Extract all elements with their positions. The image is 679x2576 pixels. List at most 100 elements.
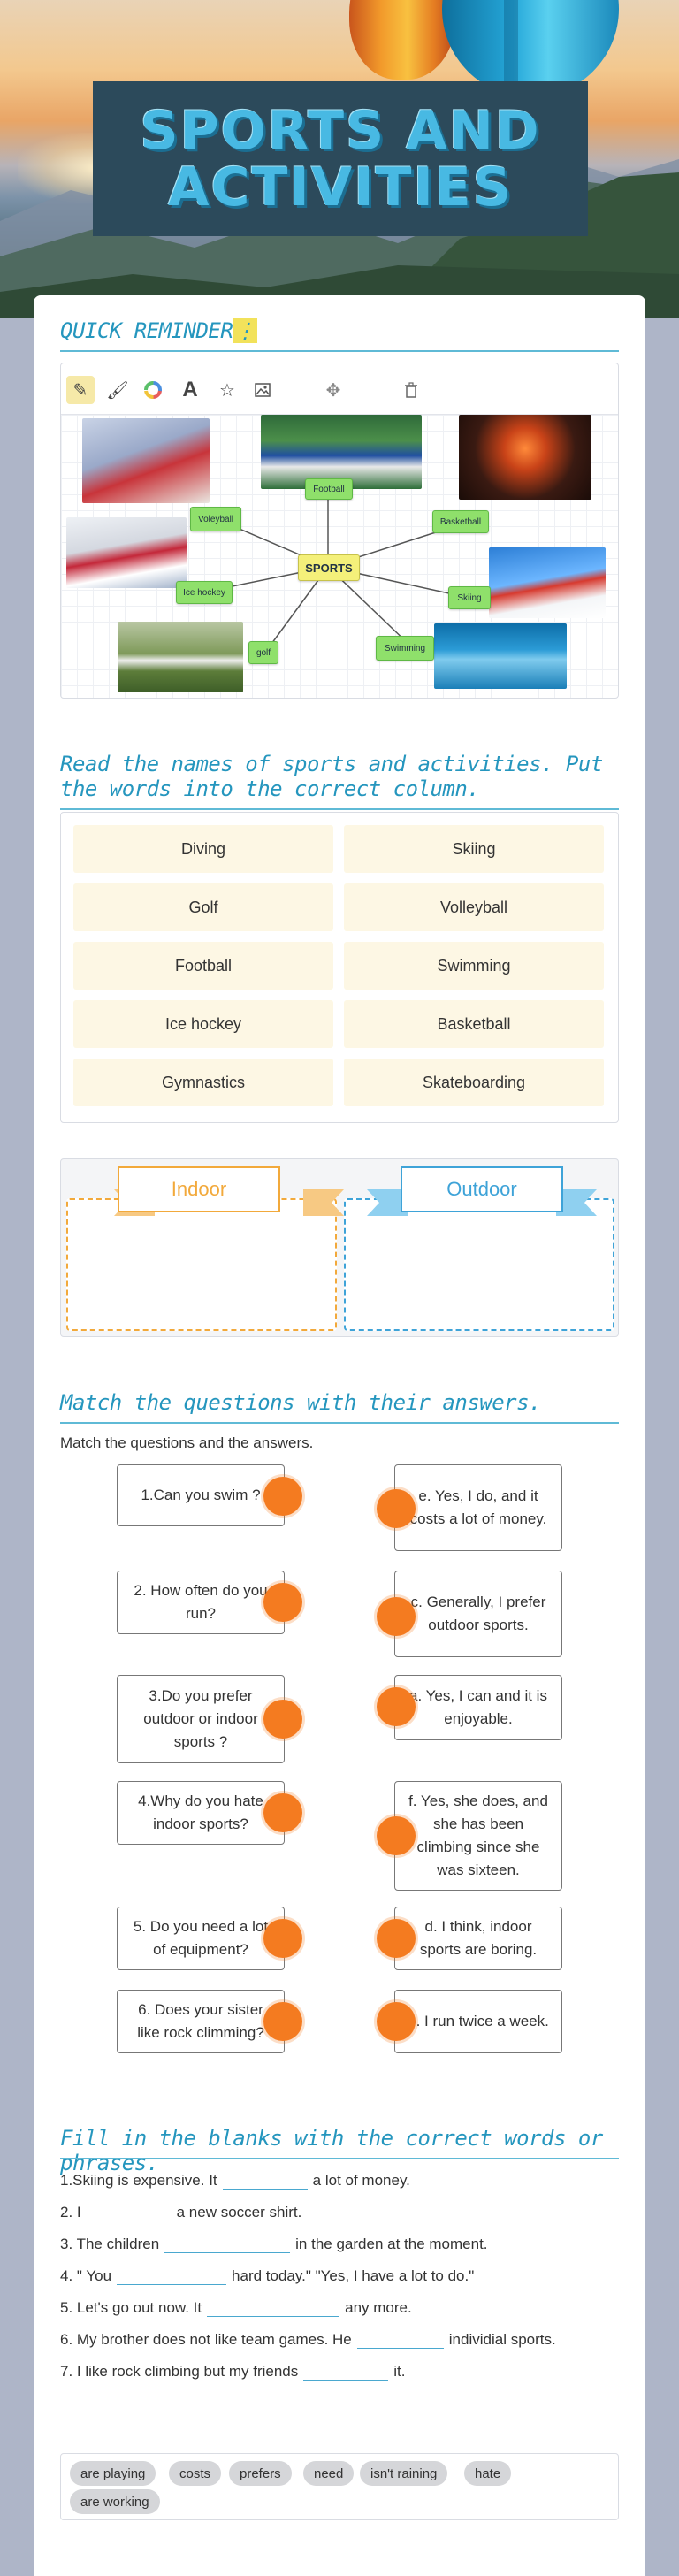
option-chip[interactable]: isn't raining [360,2461,448,2486]
fill-blank[interactable] [164,2237,291,2253]
golf-photo [118,622,243,692]
match-answer[interactable]: a. Yes, I can and it is enjoyable. [394,1675,562,1740]
worksheet: QUICK REMINDER⋮ ✎ 🖌 A ☆ ✥ [34,295,645,2576]
fill-blank[interactable] [356,2333,444,2349]
mindmap-center-node[interactable]: SPORTS [298,554,360,581]
word-tile[interactable]: Gymnastics [73,1059,333,1106]
word-tile[interactable]: Volleyball [344,883,604,931]
answer-connector-dot[interactable] [377,2002,416,2041]
word-tile[interactable]: Skateboarding [344,1059,604,1106]
football-photo [261,415,422,489]
word-tile[interactable]: Golf [73,883,333,931]
match-question[interactable]: 3.Do you prefer outdoor or indoor sports… [117,1675,285,1763]
question-connector-dot[interactable] [263,2002,302,2041]
color-wheel-icon[interactable] [139,376,167,404]
question-connector-dot[interactable] [263,1919,302,1958]
match-answer[interactable]: d. I think, indoor sports are boring. [394,1907,562,1970]
drawing-toolbar: ✎ 🖌 A ☆ ✥ [61,363,618,415]
sort-columns-card: Indoor Outdoor [60,1158,619,1337]
option-chip[interactable]: are playing [70,2461,156,2486]
match-question[interactable]: 2. How often do you run? [117,1571,285,1634]
divider [60,350,619,352]
header-banner: SPORTS AND ACTIVITIES [0,0,679,318]
fill-sentence-end: in the garden at the moment. [295,2236,488,2252]
word-tile[interactable]: Skiing [344,825,604,873]
image-icon[interactable] [248,376,277,404]
word-tile[interactable]: Basketball [344,1000,604,1048]
match-question[interactable]: 6. Does your sister like rock climming? [117,1990,285,2053]
answer-connector-dot[interactable] [377,1489,416,1528]
fill-blank[interactable] [117,2269,227,2285]
answer-connector-dot[interactable] [377,1919,416,1958]
fill-blank[interactable] [207,2301,340,2317]
match-question[interactable]: 5. Do you need a lot of equipment? [117,1907,285,1970]
divider [60,2158,619,2159]
option-chip[interactable]: are working [70,2489,160,2514]
question-connector-dot[interactable] [263,1700,302,1739]
fill-sentence: 6. My brother does not like team games. … [60,2331,556,2349]
match-instruction: Match the questions and the answers. [60,1434,314,1451]
outdoor-column-label: Outdoor [401,1166,563,1212]
fill-sentence-start: 7. I like rock climbing but my friends [60,2363,299,2380]
fill-blank[interactable] [222,2174,308,2190]
word-tile[interactable]: Diving [73,825,333,873]
question-connector-dot[interactable] [263,1583,302,1622]
reminder-title: QUICK REMINDER [60,318,233,343]
fill-sentence-end: individial sports. [448,2331,556,2348]
basketball-photo [459,415,591,500]
brush-icon[interactable]: 🖌 [106,380,129,401]
question-connector-dot[interactable] [263,1793,302,1832]
fill-sentence-end: a lot of money. [312,2172,410,2189]
word-tile[interactable]: Ice hockey [73,1000,333,1048]
outdoor-drop-zone[interactable] [344,1198,614,1331]
question-connector-dot[interactable] [263,1477,302,1516]
option-chip[interactable]: prefers [229,2461,292,2486]
text-tool-icon[interactable]: A [182,378,198,401]
mindmap-node-golf[interactable]: golf [248,641,278,664]
match-answer[interactable]: c. Generally, I prefer outdoor sports. [394,1571,562,1657]
mindmap-node-swimming[interactable]: Swimming [376,636,434,661]
fill-sentence-start: 3. The children [60,2236,160,2252]
section-title-match: Match the questions with their answers. [60,1390,542,1415]
option-chip[interactable]: hate [464,2461,512,2486]
ice-hockey-photo [66,517,187,588]
word-tile[interactable]: Football [73,942,333,990]
mindmap-node-ice-hockey[interactable]: Ice hockey [176,581,233,604]
word-tile[interactable]: Swimming [344,942,604,990]
mindmap-node-basketball[interactable]: Basketball [432,510,489,533]
fill-blank[interactable] [303,2365,389,2381]
trash-icon[interactable] [397,376,425,404]
match-answer[interactable]: e. Yes, I do, and it costs a lot of mone… [394,1464,562,1551]
mindmap-node-skiing[interactable]: Skiing [448,586,491,609]
section-title-reminder: QUICK REMINDER⋮ [60,318,257,343]
skiing-photo [489,547,606,618]
fill-blank[interactable] [86,2205,172,2221]
option-chip[interactable]: need [303,2461,355,2486]
word-bank-card: Diving Skiing Golf Volleyball Football S… [60,812,619,1123]
section-title-columns: Read the names of sports and activities.… [60,752,603,801]
fill-sentence: 3. The children in the garden at the mome… [60,2236,488,2253]
answer-connector-dot[interactable] [377,1816,416,1855]
match-question[interactable]: 1.Can you swim ? [117,1464,285,1526]
answer-connector-dot[interactable] [377,1597,416,1636]
star-icon[interactable]: ☆ [219,380,235,401]
answer-connector-dot[interactable] [377,1687,416,1726]
match-answer[interactable]: f. Yes, she does, and she has been climb… [394,1781,562,1891]
indoor-drop-zone[interactable] [66,1198,337,1331]
match-answer[interactable]: b. I run twice a week. [394,1990,562,2053]
mindmap-canvas[interactable]: SPORTS Football Basketball Skiing Swimmi… [61,415,618,698]
title-box: SPORTS AND ACTIVITIES [93,81,588,236]
match-question[interactable]: 4.Why do you hate indoor sports? [117,1781,285,1845]
pencil-icon[interactable]: ✎ [66,376,95,404]
move-icon[interactable]: ✥ [325,380,341,401]
divider [60,808,619,810]
option-chip[interactable]: costs [169,2461,222,2486]
mindmap-node-voleyball[interactable]: Voleyball [190,507,241,531]
fill-sentence-end: a new soccer shirt. [176,2204,302,2221]
mindmap-node-football[interactable]: Football [305,478,353,500]
